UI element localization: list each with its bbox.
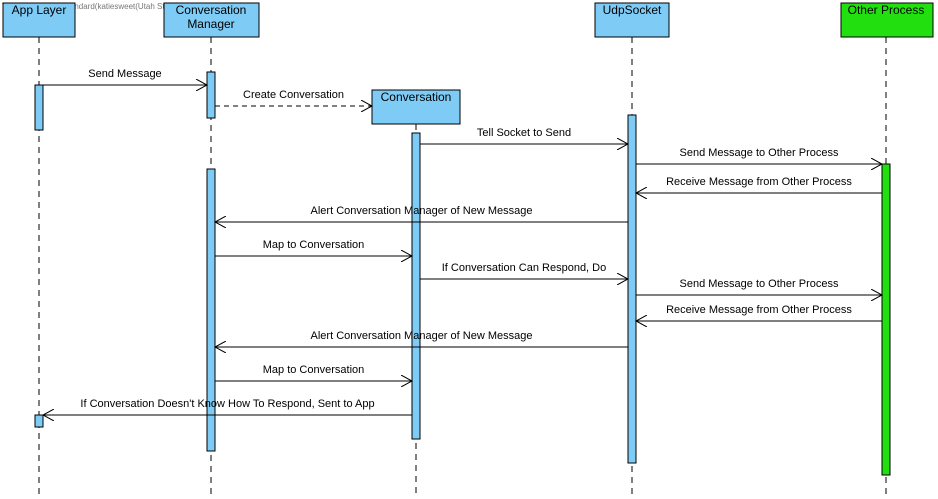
message-label: Alert Conversation Manager of New Messag… [311, 330, 533, 342]
participant-label-conv: Conversation [381, 90, 452, 104]
activation-bar-cm [206, 168, 216, 452]
message-label: Create Conversation [243, 89, 344, 101]
message-label: Send Message to Other Process [680, 147, 839, 159]
message-label: Send Message [88, 68, 161, 80]
participant-label-app: App Layer [12, 3, 67, 17]
activation-bar-other [881, 163, 891, 476]
message-label: Alert Conversation Manager of New Messag… [311, 205, 533, 217]
participant-box-other[interactable] [840, 2, 934, 38]
message-label: Tell Socket to Send [477, 127, 571, 139]
message-label: Receive Message from Other Process [666, 176, 852, 188]
message-label: Receive Message from Other Process [666, 304, 852, 316]
activation-bar-app [34, 84, 44, 131]
message-label: Map to Conversation [263, 239, 365, 251]
activation-bar-cm [206, 71, 216, 119]
participant-label-cm: Manager [187, 17, 234, 31]
participant-label-udp: UdpSocket [603, 3, 662, 17]
participant-label-cm: Conversation [176, 3, 247, 17]
participant-box-cm[interactable] [163, 2, 260, 38]
message-label: If Conversation Doesn't Know How To Resp… [80, 398, 374, 410]
message-label: Map to Conversation [263, 364, 365, 376]
activation-bar-udp [627, 114, 637, 464]
participant-box-app[interactable] [2, 2, 76, 38]
message-label: Send Message to Other Process [680, 278, 839, 290]
activation-bar-conv [411, 132, 421, 440]
activation-bar-app [34, 414, 44, 428]
message-label: If Conversation Can Respond, Do [442, 262, 606, 274]
participant-box-udp[interactable] [594, 2, 670, 38]
participant-label-other: Other Process [848, 3, 925, 17]
